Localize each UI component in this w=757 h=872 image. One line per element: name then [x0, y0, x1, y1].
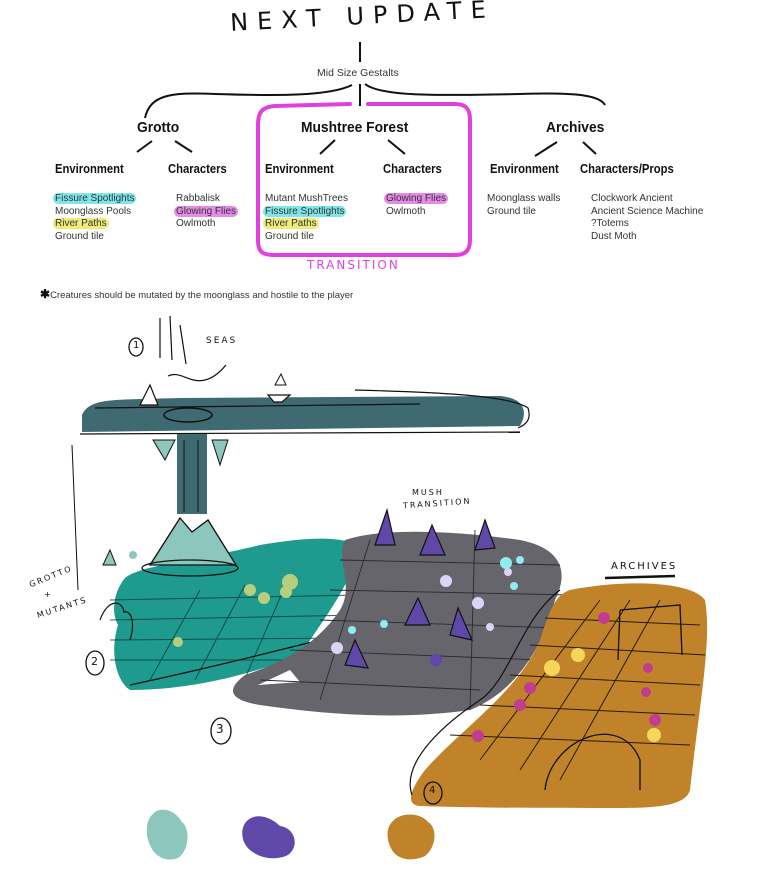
list-item: River Paths: [53, 218, 109, 229]
mushtree-environment-header: Environment: [265, 162, 334, 176]
archives-characters-header: Characters/Props: [580, 162, 674, 176]
list-item: Owlmoth: [386, 205, 426, 217]
mutant-creature-icon: [99, 602, 134, 641]
wave-icon: [167, 364, 227, 382]
list-item: Owlmoth: [176, 218, 216, 229]
color-swatches: [146, 809, 435, 860]
mushtree-region: [233, 507, 571, 716]
marker-4: 4: [429, 785, 438, 796]
marker-1: 1: [133, 340, 142, 351]
list-item: Ground tile: [487, 205, 536, 217]
branch-title-grotto: Grotto: [137, 119, 180, 136]
archives-environment-header: Environment: [490, 162, 559, 176]
waterfall: [177, 434, 207, 514]
mush-char-connector: [387, 139, 406, 155]
grotto-environment-header: Environment: [55, 162, 124, 176]
mushtree-characters-list: Glowing Flies Owlmoth: [384, 193, 449, 218]
marker-3: 3: [216, 722, 226, 736]
mush-env-connector: [319, 139, 336, 155]
machine-icon: [617, 604, 683, 661]
list-item: ?Totems: [591, 218, 629, 229]
list-item: Moonglass walls: [487, 193, 561, 204]
footnote-text: Creatures should be mutated by the moong…: [50, 290, 354, 301]
seas-label: SEAS: [206, 336, 238, 346]
mushtree-swatch: [242, 816, 295, 859]
list-item: Fissure Spotlights: [263, 205, 347, 217]
grotto-characters-header: Characters: [168, 162, 227, 176]
list-item: Fissure Spotlights: [53, 193, 137, 204]
list-item: River Paths: [263, 218, 319, 229]
transition-label: TRANSITION: [307, 258, 400, 272]
list-item: Glowing Flies: [174, 205, 239, 217]
marker-2-circle: [85, 650, 105, 676]
list-item: Ground tile: [55, 230, 104, 242]
grotto-env-connector: [136, 140, 153, 153]
grotto-region: [99, 516, 361, 691]
list-item: Moonglass Pools: [55, 205, 132, 217]
archives-environment-list: Moonglass walls Ground tile: [487, 193, 560, 218]
mountain-icon: [148, 516, 238, 566]
marker-1-circle: [128, 337, 144, 357]
mush-transition-label-1: MUSH: [412, 488, 444, 497]
branch-title-mushtree: Mushtree Forest: [301, 119, 409, 136]
grotto-characters-list: Rabbalisk Glowing Flies Owlmoth: [174, 193, 239, 231]
list-item: Mutant MushTrees: [265, 193, 348, 204]
transition-box: [256, 102, 472, 257]
marker-2: 2: [91, 655, 100, 668]
mushtree-characters-header: Characters: [383, 162, 442, 176]
archives-characters-list: Clockwork Ancient Ancient Science Machin…: [591, 193, 703, 243]
list-item: Glowing Flies: [384, 193, 449, 204]
archives-label: ARCHIVES: [611, 561, 678, 572]
list-item: Rabbalisk: [176, 193, 220, 204]
brace-left: [144, 84, 353, 119]
mushtree-environment-list: Mutant MushTrees Fissure Spotlights Rive…: [263, 193, 348, 243]
seas-layer: [71, 315, 530, 591]
grotto-mutants-label-2: +: [44, 590, 53, 599]
archives-region: [409, 574, 708, 808]
marker-4-circle: [423, 781, 443, 805]
sail-icon: [139, 383, 159, 406]
archives-swatch: [387, 814, 435, 860]
list-item: Ancient Science Machine: [591, 205, 704, 217]
branch-title-archives: Archives: [546, 119, 605, 136]
archives-char-connector: [582, 141, 597, 155]
root-node: Mid Size Gestalts: [317, 67, 399, 79]
brace-right: [364, 83, 606, 106]
boat-icon: [266, 394, 292, 403]
arch-icon: [544, 733, 641, 791]
grotto-swatch: [146, 809, 188, 860]
mushtree-icon: [374, 507, 396, 546]
grotto-char-connector: [174, 140, 193, 153]
grotto-environment-list: Fissure Spotlights Moonglass Pools River…: [53, 193, 137, 243]
marker-3-circle: [210, 717, 232, 745]
footnote: ✱Creatures should be mutated by the moon…: [40, 287, 353, 301]
archives-env-connector: [534, 141, 558, 157]
list-item: Dust Moth: [591, 230, 637, 242]
seas-slab: [82, 396, 524, 432]
asterisk-icon: ✱: [40, 287, 51, 301]
list-item: Clockwork Ancient: [591, 193, 673, 204]
list-item: Ground tile: [265, 230, 314, 242]
